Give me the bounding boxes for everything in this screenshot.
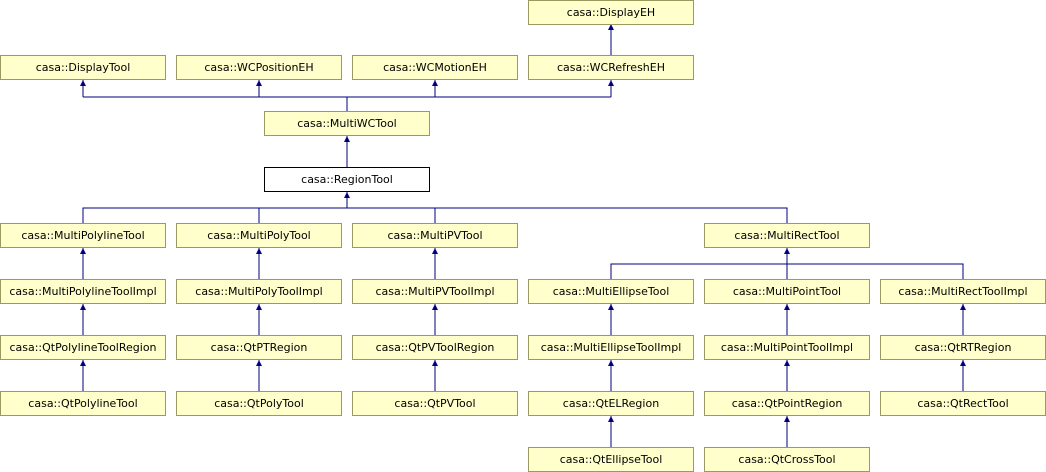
node-multirecttoolimpl[interactable]: casa::MultiRectToolImpl bbox=[880, 279, 1046, 304]
node-qtpolylinetool[interactable]: casa::QtPolylineTool bbox=[0, 391, 166, 416]
node-multiellipsetoolimpl[interactable]: casa::MultiEllipseToolImpl bbox=[528, 335, 694, 360]
node-multipolylinetool[interactable]: casa::MultiPolylineTool bbox=[0, 223, 166, 248]
node-displaytool[interactable]: casa::DisplayTool bbox=[0, 55, 166, 80]
node-regiontool: casa::RegionTool bbox=[264, 167, 430, 192]
node-qtrtregion[interactable]: casa::QtRTRegion bbox=[880, 335, 1046, 360]
node-qtrecttool[interactable]: casa::QtRectTool bbox=[880, 391, 1046, 416]
node-qtelregion[interactable]: casa::QtELRegion bbox=[528, 391, 694, 416]
node-qtpvtoolregion[interactable]: casa::QtPVToolRegion bbox=[352, 335, 518, 360]
node-qtpvtool[interactable]: casa::QtPVTool bbox=[352, 391, 518, 416]
node-multiwctool[interactable]: casa::MultiWCTool bbox=[264, 111, 430, 136]
node-multipointtoolimpl[interactable]: casa::MultiPointToolImpl bbox=[704, 335, 870, 360]
node-qtcrosstool[interactable]: casa::QtCrossTool bbox=[704, 447, 870, 472]
node-multirecttool[interactable]: casa::MultiRectTool bbox=[704, 223, 870, 248]
edge-multiwctool-bus bbox=[83, 96, 611, 111]
node-qtpointregion[interactable]: casa::QtPointRegion bbox=[704, 391, 870, 416]
node-displayeh[interactable]: casa::DisplayEH bbox=[528, 0, 694, 25]
edge-row4-bus bbox=[82, 207, 788, 223]
node-multipvtool[interactable]: casa::MultiPVTool bbox=[352, 223, 518, 248]
node-multipointtool[interactable]: casa::MultiPointTool bbox=[704, 279, 870, 304]
node-qtellipsetool[interactable]: casa::QtEllipseTool bbox=[528, 447, 694, 472]
node-wcmotioneh[interactable]: casa::WCMotionEH bbox=[352, 55, 518, 80]
node-multiellipsetool[interactable]: casa::MultiEllipseTool bbox=[528, 279, 694, 304]
node-wcpositioneh[interactable]: casa::WCPositionEH bbox=[176, 55, 342, 80]
node-qtpolylinetoolregion[interactable]: casa::QtPolylineToolRegion bbox=[0, 335, 166, 360]
node-multipvtoolimpl[interactable]: casa::MultiPVToolImpl bbox=[352, 279, 518, 304]
node-multipolytoolimpl[interactable]: casa::MultiPolyToolImpl bbox=[176, 279, 342, 304]
node-multipolylinetoolimpl[interactable]: casa::MultiPolylineToolImpl bbox=[0, 279, 166, 304]
node-wcrefresheh[interactable]: casa::WCRefreshEH bbox=[528, 55, 694, 80]
node-multipolytool[interactable]: casa::MultiPolyTool bbox=[176, 223, 342, 248]
node-qtpolytool[interactable]: casa::QtPolyTool bbox=[176, 391, 342, 416]
edge-row5-bus bbox=[610, 263, 964, 279]
node-qtptregion[interactable]: casa::QtPTRegion bbox=[176, 335, 342, 360]
